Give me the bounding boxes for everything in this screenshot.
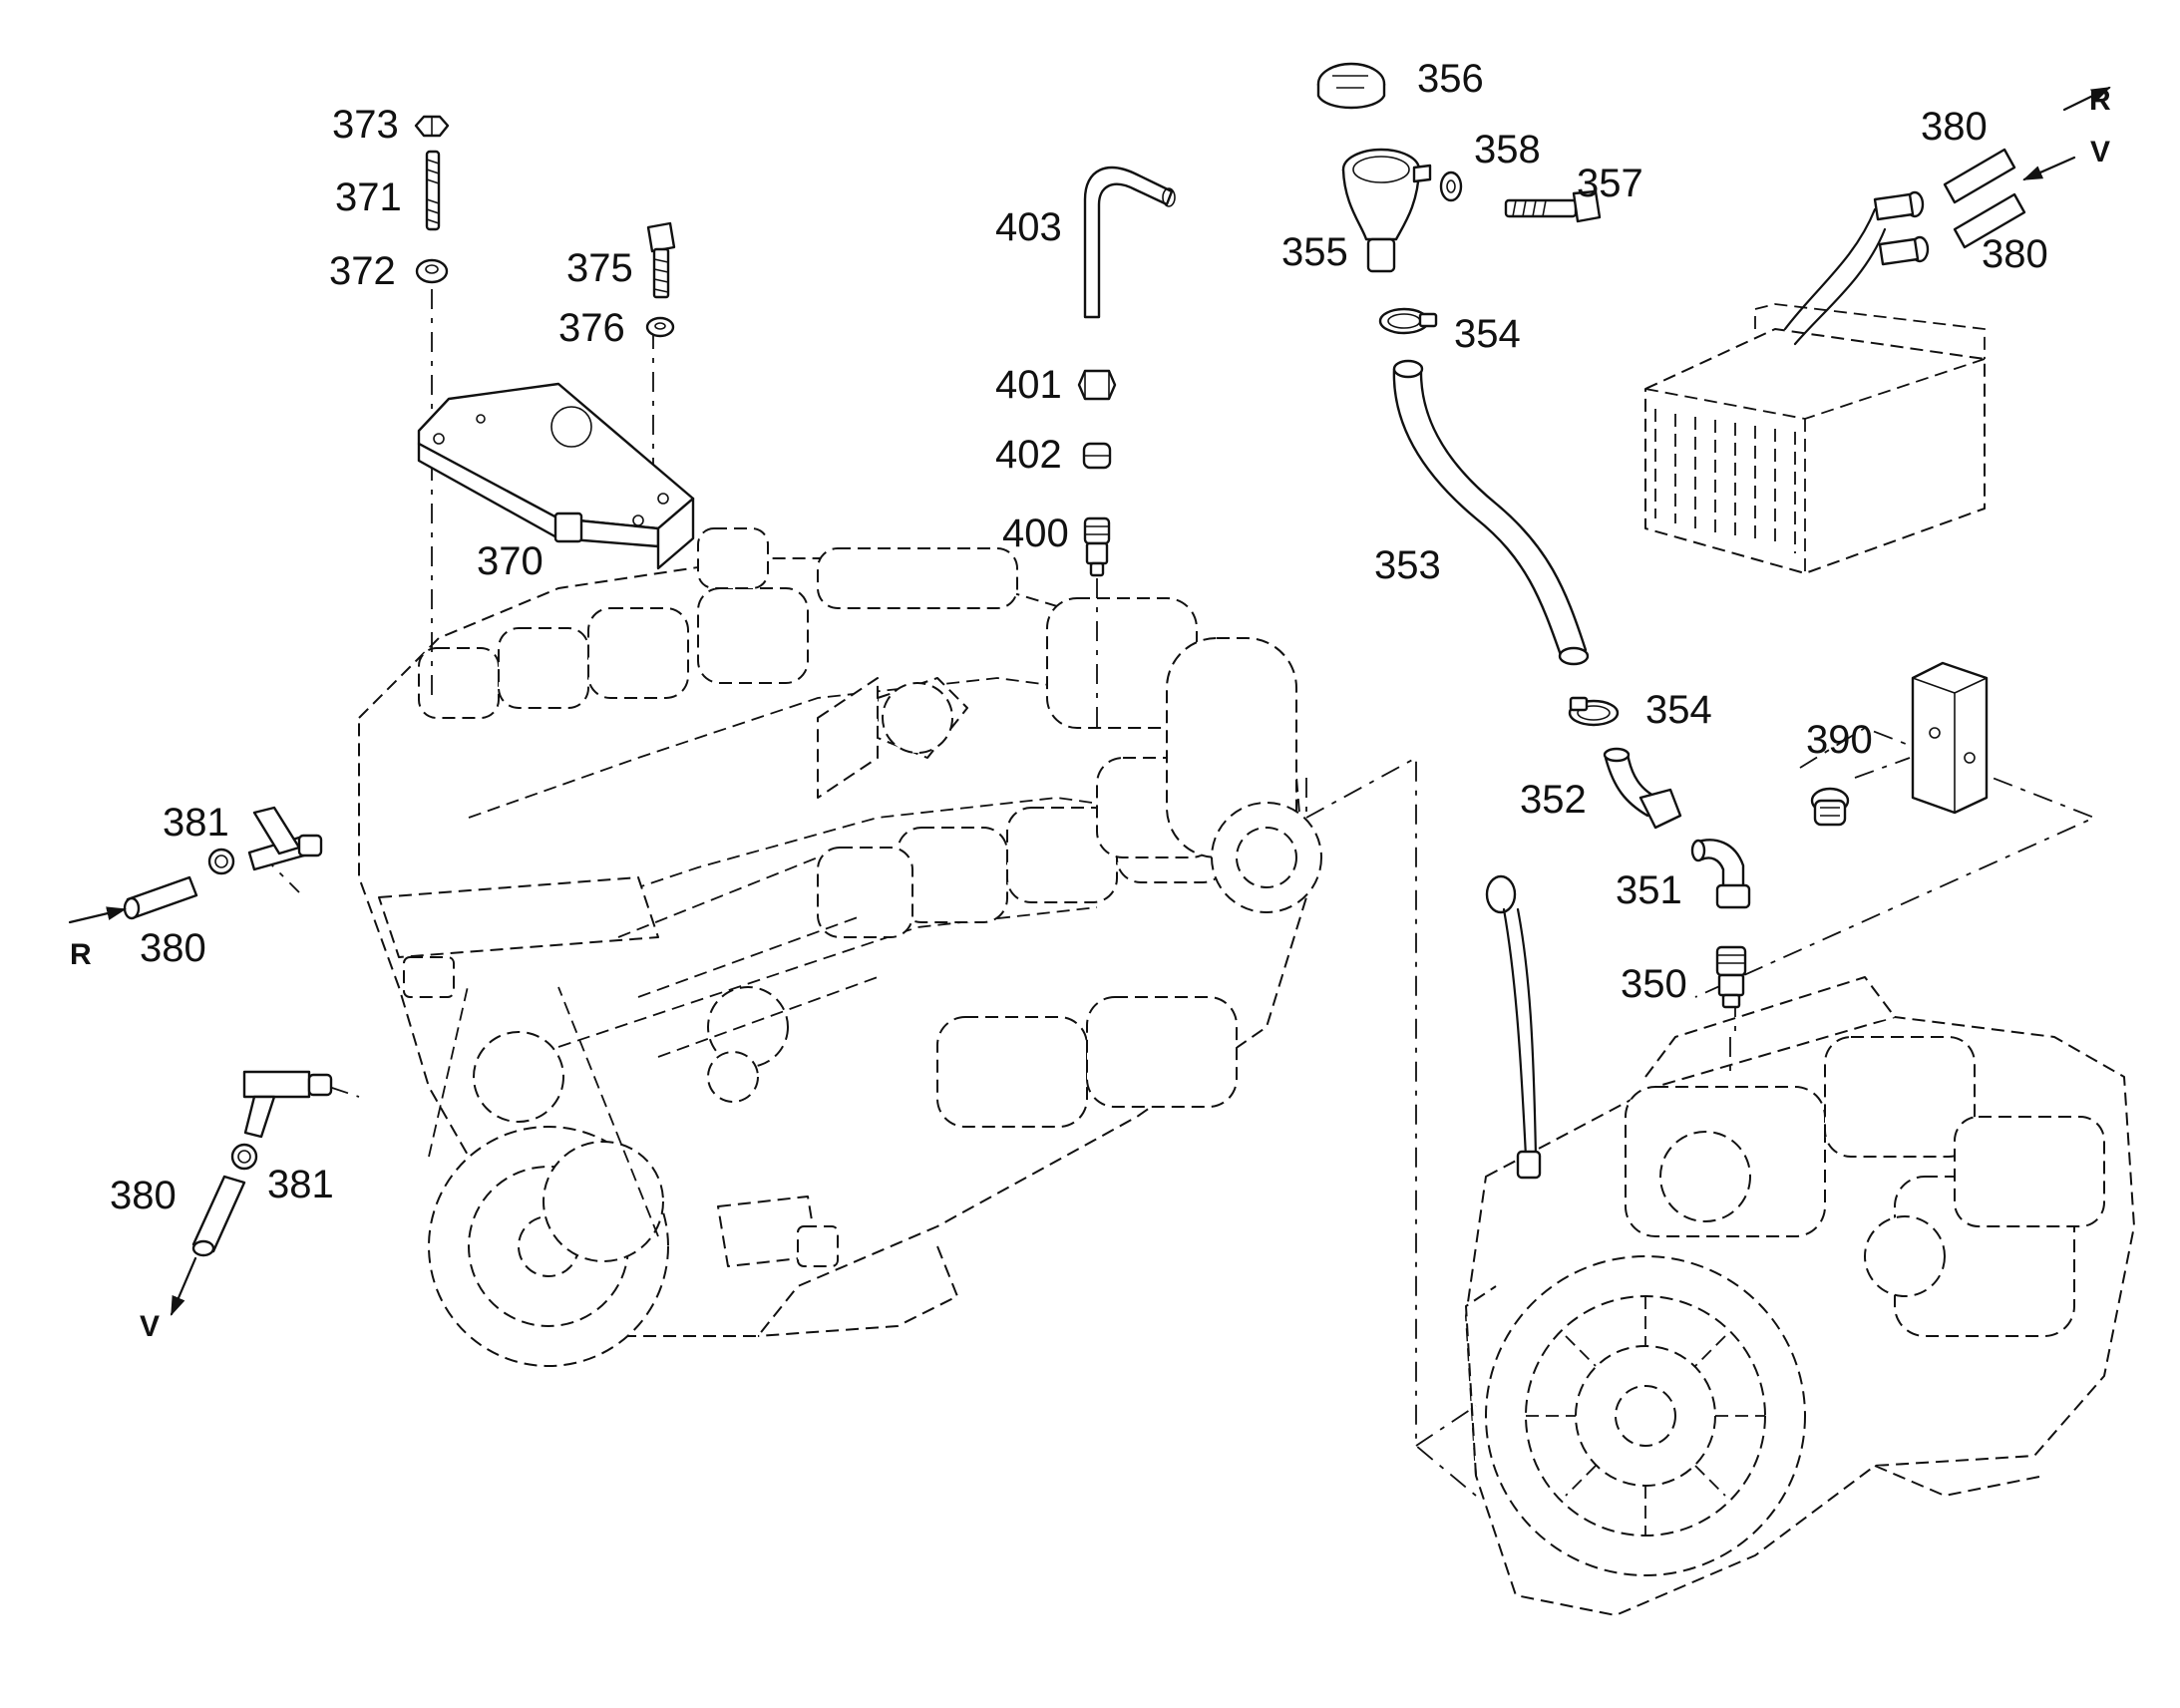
- flow-marker-r-top: R: [2089, 84, 2111, 117]
- callout-390: 390: [1806, 718, 1873, 762]
- callout-401: 401: [995, 363, 1062, 407]
- fitting-400: [1083, 516, 1111, 577]
- callout-376: 376: [558, 306, 625, 350]
- leader-lines: [258, 289, 2097, 1497]
- engine-phantom: [358, 527, 1322, 1367]
- flow-marker-v-top: V: [2090, 136, 2110, 169]
- nut-373: [414, 115, 450, 138]
- callout-358: 358: [1474, 128, 1541, 171]
- callout-373: 373: [332, 103, 399, 147]
- hose-380-left-upper: [123, 875, 198, 920]
- clamp-381-left-lower: [230, 1143, 258, 1171]
- battery-box-phantom: [1644, 207, 1986, 574]
- elbow-352: [1603, 747, 1682, 830]
- bolt-375: [646, 221, 676, 299]
- callout-380-left-upper: 380: [140, 926, 206, 970]
- clamp-381-left-upper: [207, 848, 235, 875]
- callout-381-left-upper: 381: [163, 801, 229, 845]
- callout-380-left-lower: 380: [110, 1174, 177, 1217]
- callout-351: 351: [1616, 868, 1682, 912]
- callout-402: 402: [995, 433, 1062, 477]
- callout-356: 356: [1417, 57, 1484, 101]
- callout-355: 355: [1281, 230, 1348, 274]
- callout-372: 372: [329, 249, 396, 293]
- callout-381-left-lower: 381: [267, 1163, 334, 1206]
- callout-352: 352: [1520, 778, 1587, 822]
- pump-phantom: [1465, 976, 2135, 1616]
- fitting-381-left-upper: [247, 806, 323, 871]
- callout-354-upper: 354: [1454, 312, 1521, 356]
- clamp-354-upper: [1378, 307, 1438, 335]
- fitting-350: [1715, 945, 1747, 1009]
- callout-370: 370: [477, 539, 544, 583]
- washer-376: [645, 316, 675, 338]
- callout-357: 357: [1577, 162, 1643, 205]
- hose-380-top: [1873, 148, 2026, 266]
- bolt-357: [1504, 189, 1602, 223]
- stud-371: [425, 150, 441, 231]
- callout-403: 403: [995, 205, 1062, 249]
- plug-390: [1810, 787, 1850, 827]
- cap-356: [1316, 62, 1386, 110]
- hose-380-left-lower: [191, 1175, 246, 1257]
- flow-marker-v-left: V: [140, 1310, 160, 1343]
- bracket-370: [417, 382, 695, 570]
- callout-350: 350: [1621, 962, 1687, 1006]
- mounting-bracket: [1911, 661, 1989, 815]
- hose-353: [1392, 359, 1590, 666]
- ring-402: [1082, 442, 1112, 470]
- callout-400: 400: [1002, 512, 1069, 555]
- flow-marker-r-left: R: [70, 938, 92, 971]
- callout-354-lower: 354: [1645, 688, 1712, 732]
- washer-358: [1439, 171, 1463, 202]
- fitting-381-left-lower: [242, 1070, 333, 1139]
- clamp-354-lower: [1568, 696, 1620, 727]
- filler-neck-355: [1341, 148, 1432, 273]
- pipe-403: [1083, 166, 1176, 319]
- callout-380-top-b: 380: [1982, 232, 2048, 276]
- elbow-351: [1690, 839, 1751, 909]
- flow-arrows: [68, 86, 2111, 1316]
- callout-380-top-a: 380: [1921, 105, 1988, 149]
- callout-375: 375: [566, 246, 633, 290]
- washer-372: [415, 258, 449, 284]
- callout-371: 371: [335, 175, 402, 219]
- dipstick: [1485, 874, 1542, 1180]
- nut-401: [1077, 369, 1117, 401]
- callout-353: 353: [1374, 543, 1441, 587]
- callout-labels: 373 371 372 375 376 370 403 401 402 400 …: [70, 57, 2111, 1343]
